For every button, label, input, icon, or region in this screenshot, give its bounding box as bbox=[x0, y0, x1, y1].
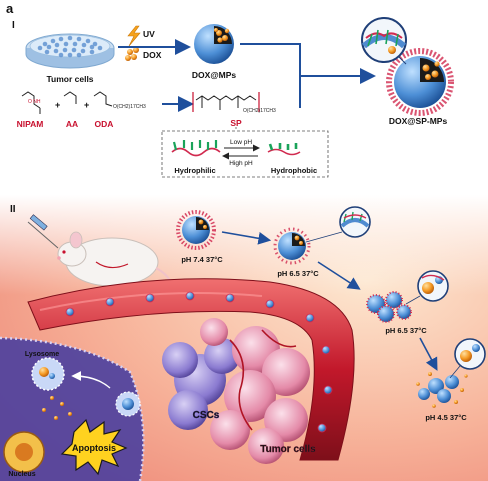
hydrophilic-chain bbox=[171, 140, 221, 157]
particle-ph74 bbox=[176, 210, 216, 250]
oda-structure bbox=[93, 91, 113, 107]
plus-sign-2: + bbox=[84, 100, 89, 110]
oda-label: ODA bbox=[95, 119, 114, 129]
nipam-structure bbox=[21, 91, 41, 114]
apoptosis-burst-icon bbox=[60, 418, 128, 476]
ph-74-label: pH 7.4 37°C bbox=[181, 255, 223, 264]
section-one-label: I bbox=[12, 20, 15, 31]
blood-vessel bbox=[27, 278, 355, 461]
tumor-cells-bottom-label: Tumor cells bbox=[260, 444, 316, 455]
particle-ph65-a bbox=[273, 206, 371, 265]
mouse-icon bbox=[57, 231, 174, 301]
high-ph-label: High pH bbox=[229, 160, 253, 167]
plus-sign-1: + bbox=[55, 100, 60, 110]
sp-chain: O(CH2)17CH3 bbox=[243, 108, 276, 114]
arrow-ph65a-to-ph65b bbox=[317, 261, 361, 290]
arrow-ph74-to-ph65 bbox=[221, 231, 272, 245]
tumor-cells-label: Tumor cells bbox=[46, 74, 93, 84]
oda-chain: O(CH2)17CH3 bbox=[113, 104, 146, 110]
ph-45-label: pH 4.5 37°C bbox=[425, 413, 467, 422]
dox-sp-mps-particle bbox=[361, 17, 454, 116]
hydrophilic-label: Hydrophilic bbox=[174, 166, 215, 175]
hydrophobic-label: Hydrophobic bbox=[271, 166, 317, 175]
lightning-icon bbox=[127, 25, 141, 47]
aa-structure bbox=[63, 91, 77, 104]
arrow-ph65b-to-ph45 bbox=[419, 337, 438, 371]
low-ph-label: Low pH bbox=[230, 139, 252, 146]
nipam-atoms: O NH bbox=[28, 99, 41, 105]
dox-sp-mps-label: DOX@SP-MPs bbox=[389, 116, 448, 126]
nipam-label: NIPAM bbox=[17, 119, 44, 129]
dox-beads-icon bbox=[125, 47, 139, 61]
arrow-top-to-final bbox=[240, 43, 376, 84]
lysosome-label: Lysosome bbox=[25, 351, 59, 358]
aa-label: AA bbox=[66, 119, 78, 129]
sp-polymer-structure bbox=[192, 92, 260, 112]
tumor-mass bbox=[162, 318, 310, 464]
ph-65-label-b: pH 6.5 37°C bbox=[385, 326, 427, 335]
dox-label: DOX bbox=[143, 50, 162, 60]
petri-dish-icon bbox=[25, 33, 115, 69]
ph-65-label-a: pH 6.5 37°C bbox=[277, 269, 319, 278]
dox-mps-label: DOX@MPs bbox=[192, 70, 236, 80]
cscs-label: CSCs bbox=[193, 410, 220, 421]
sp-label: SP bbox=[230, 118, 242, 128]
uv-label: UV bbox=[143, 29, 155, 39]
panel-letter: a bbox=[6, 1, 14, 16]
syringe-icon bbox=[27, 214, 59, 249]
nucleus-label: Nucleus bbox=[8, 471, 35, 478]
dox-mps-particle bbox=[194, 24, 234, 64]
apoptosis-label: Apoptosis bbox=[72, 443, 116, 453]
particle-cluster-ph65-b bbox=[366, 270, 449, 323]
section-two-label: II bbox=[10, 204, 16, 215]
particle-cluster-ph45 bbox=[416, 338, 486, 408]
hydrophobic-chain bbox=[267, 143, 301, 156]
